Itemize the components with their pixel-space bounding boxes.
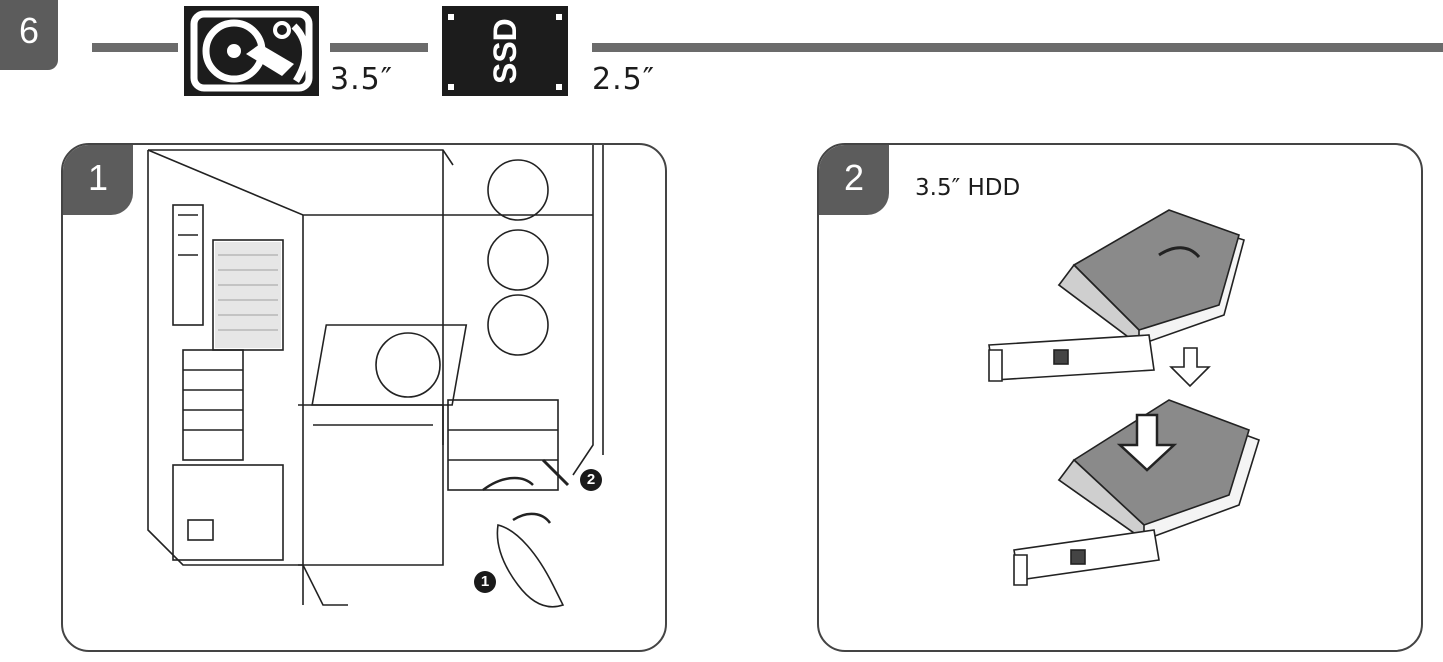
- callout-label-2: 2: [586, 471, 596, 488]
- callout-marker-1: [474, 571, 496, 593]
- step-number-badge: 6: [0, 0, 58, 70]
- header-divider-middle: [330, 43, 428, 52]
- header-divider-left: [92, 43, 178, 52]
- header-divider-right: [592, 43, 1443, 52]
- panel-step-number: 1: [63, 145, 133, 215]
- ssd-icon-text: SSD: [487, 18, 523, 84]
- instruction-panel-1: 1: [61, 143, 667, 652]
- case-illustration: [147, 145, 604, 608]
- instruction-panel-2: 2 3.5″ HDD: [817, 143, 1423, 652]
- hdd-tray-illustration: [988, 209, 1260, 586]
- hdd-size-label: 3.5″: [330, 62, 393, 97]
- ssd-size-label: 2.5″: [592, 62, 655, 97]
- ssd-icon: SSD: [442, 6, 568, 96]
- callout-marker-2: [580, 469, 602, 491]
- callout-label-1: 1: [480, 573, 490, 590]
- panel-step-number: 2: [819, 145, 889, 215]
- hard-drive-icon: [184, 6, 319, 96]
- panel-title: 3.5″ HDD: [915, 175, 1021, 201]
